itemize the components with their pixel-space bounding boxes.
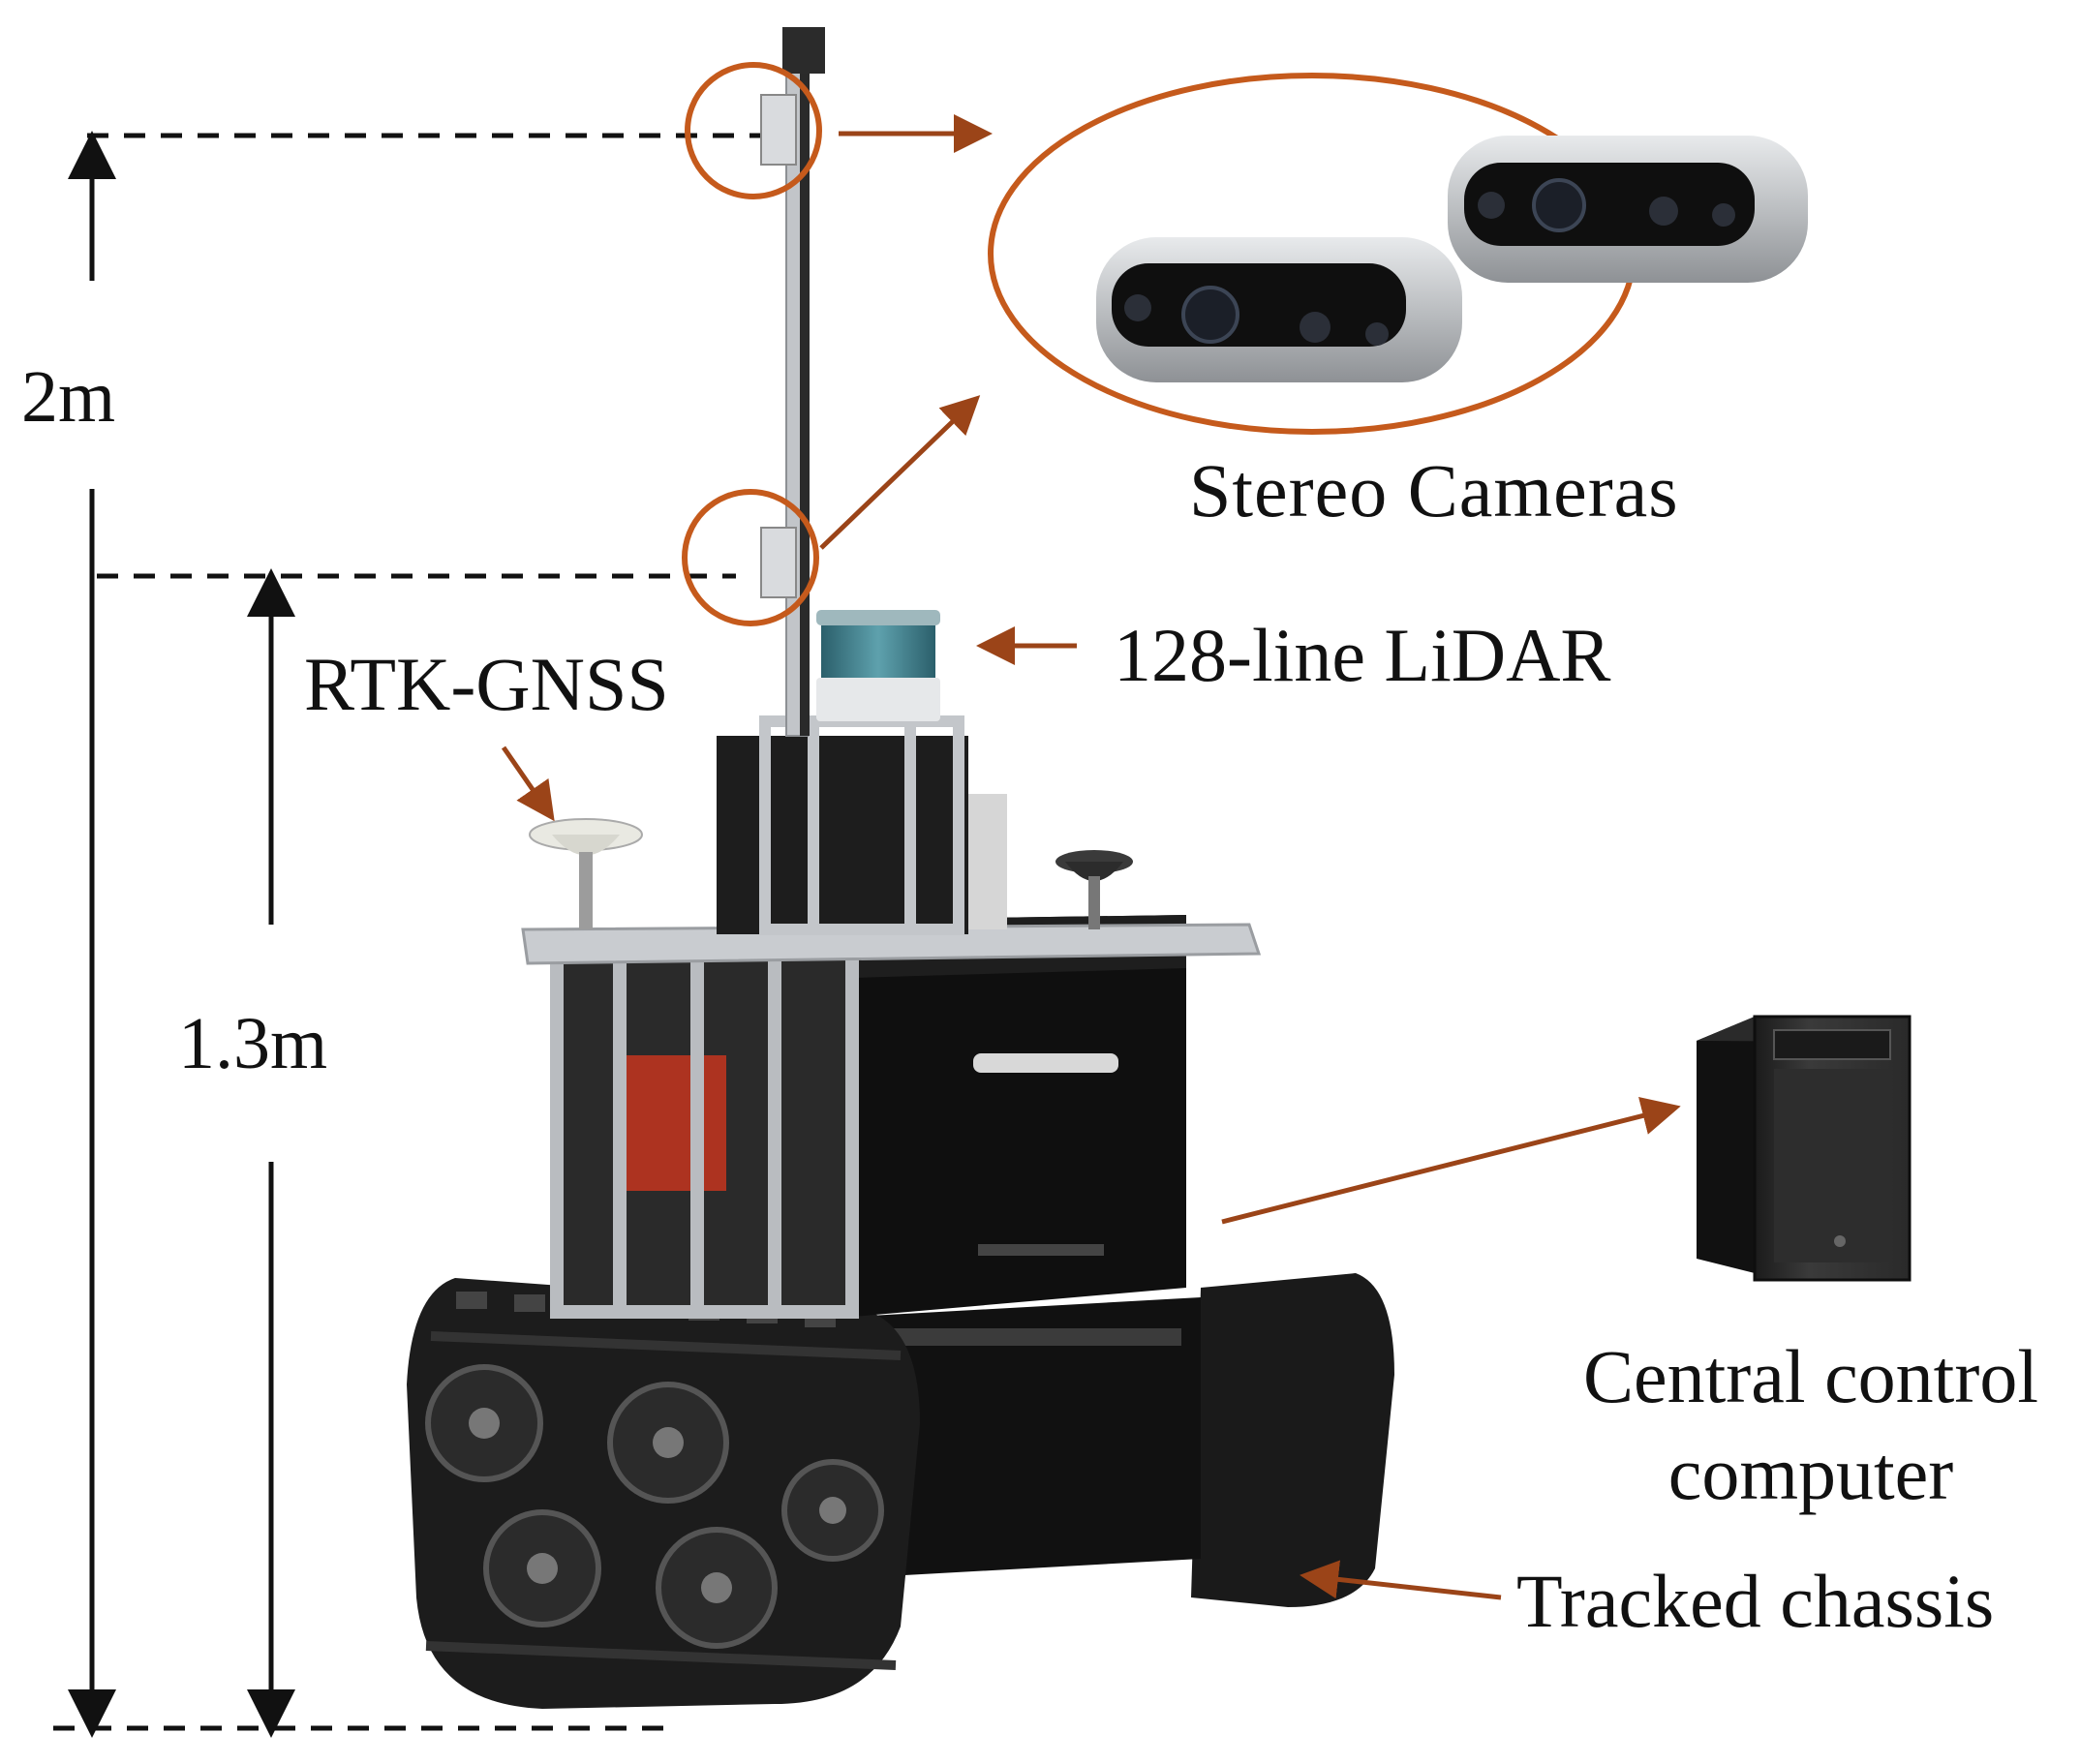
height-2m-label: 2m: [21, 356, 116, 438]
height-1-3m-label: 1.3m: [178, 1003, 328, 1084]
rtk-gnss-label: RTK-GNSS: [304, 642, 669, 726]
rtk-gnss-arrow: [501, 745, 555, 822]
computer-tower-icon: [1697, 1015, 1912, 1282]
central-computer-label-line1: Central control: [1582, 1334, 2039, 1418]
tracked-chassis-label: Tracked chassis: [1516, 1559, 1995, 1643]
chassis-arrow: [1300, 1560, 1502, 1600]
upper-camera-mount-circle: [685, 62, 822, 199]
dimension-lines: [53, 131, 765, 1738]
stereo-cameras-label: Stereo Cameras: [1189, 448, 1679, 532]
robot-body-drawing: [521, 27, 1262, 1319]
lidar-label: 128-line LiDAR: [1114, 613, 1611, 697]
callout-arrows: [501, 62, 1681, 1600]
stereo-camera-unit: [1448, 136, 1808, 283]
stereo-cameras-callout: [988, 73, 1808, 435]
lower-camera-mount-circle: [682, 489, 819, 626]
computer-arrow: [1221, 1096, 1681, 1225]
stereo-camera-unit: [1096, 237, 1462, 382]
tracked-chassis-drawing: [407, 1273, 1394, 1709]
central-computer-label-line2: computer: [1667, 1430, 1954, 1515]
lower-camera-arrow: [819, 395, 981, 550]
central-computer-label: Central control computer: [1549, 1328, 2072, 1522]
